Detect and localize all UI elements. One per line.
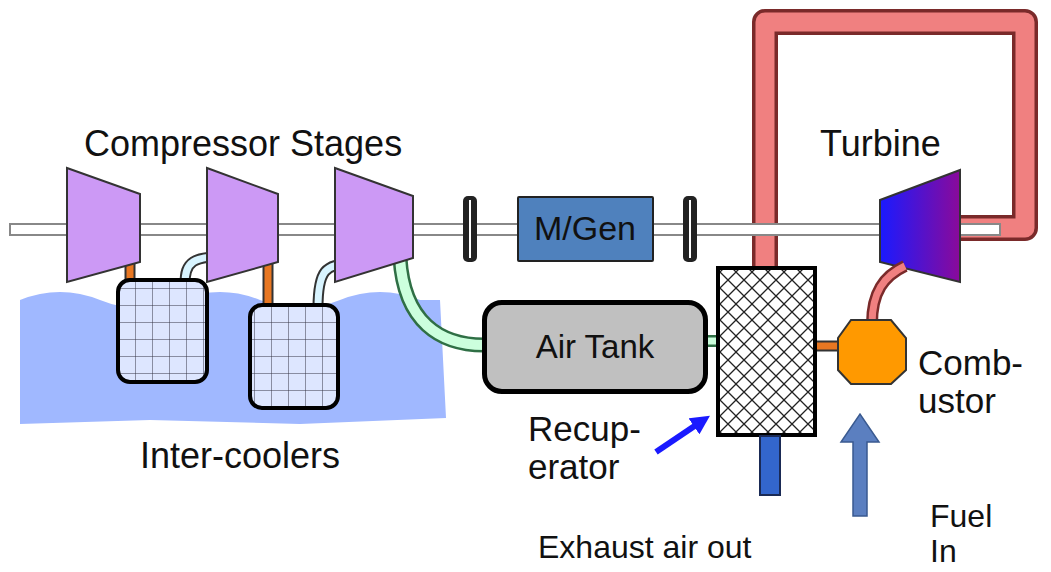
callout-arrow [656, 421, 702, 452]
turbine [880, 170, 960, 282]
exhaust-duct [760, 436, 780, 495]
part-label: Inter-coolers [140, 436, 340, 476]
part-label: Turbine [820, 124, 941, 164]
air-tank: Air Tank [482, 300, 708, 394]
flow-label: Fuel In [930, 499, 992, 568]
part-label: Comb- ustor [918, 344, 1023, 420]
recuperator [718, 268, 815, 435]
group-label: Compressor Stages [84, 124, 402, 164]
intercoolers [118, 280, 338, 408]
fuel-arrow [841, 414, 879, 516]
generator-box: M/Gen [517, 196, 654, 262]
flow-label: Exhaust air out [538, 530, 751, 565]
compressor-stages [67, 168, 413, 282]
box-label: Air Tank [536, 329, 655, 365]
callout-label: Recup- erator [528, 410, 641, 486]
shaft [10, 224, 1000, 235]
shaft-couplings [463, 196, 697, 262]
combustor [838, 320, 906, 384]
cooling-water [20, 292, 446, 424]
box-label: M/Gen [534, 210, 636, 247]
